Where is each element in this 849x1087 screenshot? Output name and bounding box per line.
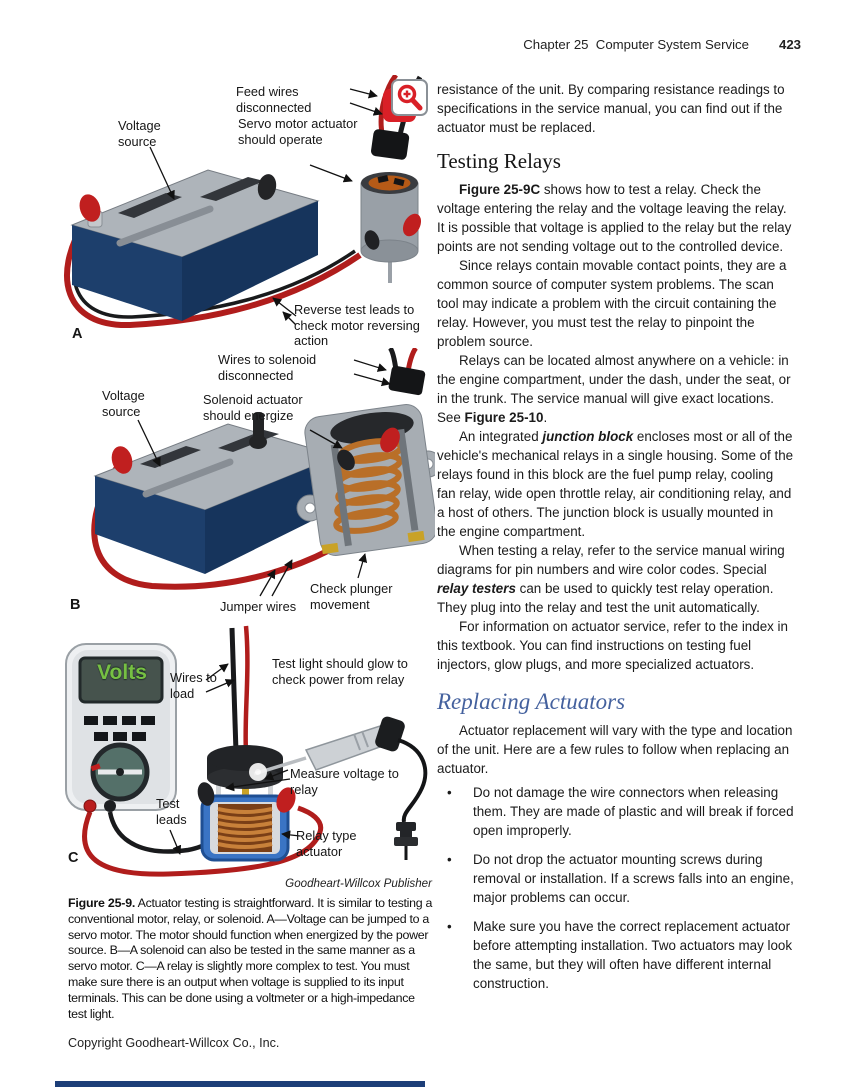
- key-term-junction-block: junction block: [542, 429, 634, 444]
- figure-reference: Figure 25-9C: [459, 182, 541, 197]
- text-column: resistance of the unit. By comparing res…: [437, 80, 794, 1003]
- label-test-light: Test light should glow to check power fr…: [272, 656, 408, 687]
- battery-b: [91, 412, 384, 590]
- paragraph: When testing a relay, refer to the servi…: [437, 543, 785, 615]
- test-light: [249, 716, 428, 860]
- figure-credit: Goodheart-Willcox Publisher: [285, 877, 432, 890]
- label-wires-solenoid: Wires to solenoid disconnected: [218, 352, 317, 383]
- label-test-leads: Test leads: [156, 796, 187, 827]
- page-number: 423: [778, 37, 801, 52]
- section-heading-testing-relays: Testing Relays: [437, 149, 561, 173]
- paragraph: Actuator replacement will vary with the …: [437, 723, 793, 776]
- paragraph: An integrated junction block encloses mo…: [437, 429, 794, 539]
- chapter-title: Chapter 25 Computer System Service: [523, 37, 749, 52]
- section-heading-replacing-actuators: Replacing Actuators: [437, 689, 626, 714]
- diagram-a-illustration: [64, 75, 423, 329]
- list-item: Do not damage the wire connectors when r…: [437, 783, 794, 840]
- label-solenoid-actuator: Solenoid actuator should energize: [203, 392, 303, 423]
- battery-a: [64, 169, 362, 329]
- figure-caption: Figure 25-9. Actuator testing is straigh…: [68, 896, 435, 1022]
- label-reverse-test-leads: Reverse test leads to check motor revers…: [294, 302, 420, 348]
- label-voltage-source-b: Voltage source: [102, 388, 145, 419]
- label-feed-wires: Feed wires disconnected: [236, 84, 312, 115]
- label-voltage-source-a: Voltage source: [118, 118, 161, 149]
- page-header: Chapter 25 Computer System Service 423: [0, 37, 801, 52]
- paragraph: Relays can be located almost anywhere on…: [437, 353, 791, 425]
- list-item: Do not drop the actuator mounting screws…: [437, 850, 794, 907]
- diagram-c-illustration: [65, 625, 428, 877]
- diagram-b-illustration: [91, 348, 435, 597]
- label-check-plunger: Check plunger movement: [310, 581, 393, 612]
- label-servo-motor: Servo motor actuator should operate: [238, 116, 358, 147]
- paragraph: Since relays contain movable contact poi…: [437, 258, 787, 349]
- paragraph: For information on actuator service, ref…: [437, 619, 788, 672]
- callout-arrows-a: [149, 88, 383, 326]
- diagram-a-letter: A: [72, 326, 83, 342]
- rules-list: Do not damage the wire connectors when r…: [437, 783, 794, 993]
- label-jumper-wires: Jumper wires: [220, 599, 297, 614]
- footer-rule-bar: [55, 1081, 425, 1087]
- label-wires-to-load: Wires to load: [170, 670, 217, 701]
- callout-arrows-c: [169, 663, 301, 855]
- key-term-relay-testers: relay testers: [437, 581, 516, 596]
- figure-caption-label: Figure 25-9.: [68, 896, 136, 910]
- relay-actuator: [197, 625, 296, 862]
- figure-reference: Figure 25-10: [464, 410, 544, 425]
- diagram-c-letter: C: [68, 850, 79, 866]
- label-measure-voltage: Measure voltage to relay: [290, 766, 399, 797]
- diagram-b-letter: B: [70, 597, 81, 613]
- list-item: Make sure you have the correct replaceme…: [437, 917, 794, 993]
- multimeter: [65, 643, 324, 877]
- figure-caption-text: Actuator testing is straightforward. It …: [68, 896, 433, 1021]
- copyright-notice: Copyright Goodheart-Willcox Co., Inc.: [68, 1036, 280, 1050]
- callout-arrows-b: [137, 359, 391, 597]
- magnifier-plus-icon: [391, 79, 428, 116]
- paragraph-intro-continued: resistance of the unit. By comparing res…: [437, 82, 785, 135]
- figure-zoom-button[interactable]: [383, 78, 429, 127]
- multimeter-display: Volts: [97, 661, 147, 684]
- label-relay-type: Relay type actuator: [296, 828, 357, 859]
- paragraph: Figure 25-9C shows how to test a relay. …: [437, 182, 792, 254]
